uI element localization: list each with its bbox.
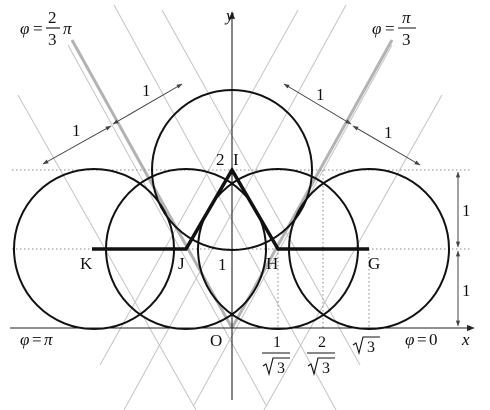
point-label-H: H [266,254,278,273]
svg-text:π: π [402,8,411,27]
value-two: 2 [216,150,225,169]
guide-line-8 [99,9,299,366]
svg-text:2: 2 [48,8,57,27]
svg-text:φ: φ [372,19,381,38]
value-one-center: 1 [218,255,227,274]
dim-top-left-a [112,83,183,125]
svg-text:0: 0 [429,330,438,349]
phi-two-thirds-pi-label: φ = 2 3 π [20,8,72,49]
tick-sqrt3: 3 [352,336,380,356]
svg-text:2: 2 [318,334,326,351]
svg-text:=: = [32,330,42,349]
svg-text:=: = [417,330,427,349]
svg-text:3: 3 [367,339,375,356]
svg-text:φ: φ [20,330,29,349]
guide-line-1 [113,4,337,410]
svg-text:=: = [33,19,43,38]
svg-text:=: = [385,19,395,38]
tick-inv-sqrt3: 1 3 [262,334,290,377]
x-axis-label: x [461,330,470,349]
circle-top [151,89,313,251]
phi-pi-over-3-label: φ = π 3 [372,8,416,49]
dimension-arrows [42,83,461,327]
bold-path-KJIHG [92,166,369,251]
dim-label-top-left-a: 1 [142,81,151,100]
svg-text:φ: φ [405,330,414,349]
guide-line-4 [161,9,361,366]
guide-line-2 [67,44,267,406]
dim-label-top-left-b: 1 [72,121,81,140]
point-label-G: G [368,254,380,273]
guide-line-7 [263,94,443,410]
dim-label-top-right-a: 1 [316,85,325,104]
svg-text:3: 3 [322,360,330,377]
tick-two-over-sqrt3: 2 3 [307,334,335,377]
phi-pi-label: φ = π [20,330,53,349]
origin-label: O [210,331,222,350]
dim-top-left-b [42,125,112,165]
ray-pi-over-3 [230,39,394,329]
dim-label-top-right-b: 1 [384,123,393,142]
dim-top-right-b [352,125,421,166]
svg-text:φ: φ [20,19,29,38]
point-label-K: K [80,254,93,273]
dim-top-right-a [283,83,352,125]
svg-text:3: 3 [277,360,285,377]
ray-two-thirds-pi [70,39,234,329]
svg-text:3: 3 [402,30,411,49]
svg-text:π: π [63,19,72,38]
svg-text:3: 3 [48,30,57,49]
svg-text:1: 1 [273,334,281,351]
dim-label-right-upper: 1 [462,201,471,220]
circles [13,89,450,330]
phi-zero-label: φ = 0 [405,330,438,349]
dim-label-right-lower: 1 [462,281,471,300]
guide-line-5 [123,4,347,410]
point-label-I: I [233,150,239,169]
point-label-J: J [178,254,185,273]
y-axis-label: y [224,6,234,25]
svg-text:π: π [44,330,53,349]
